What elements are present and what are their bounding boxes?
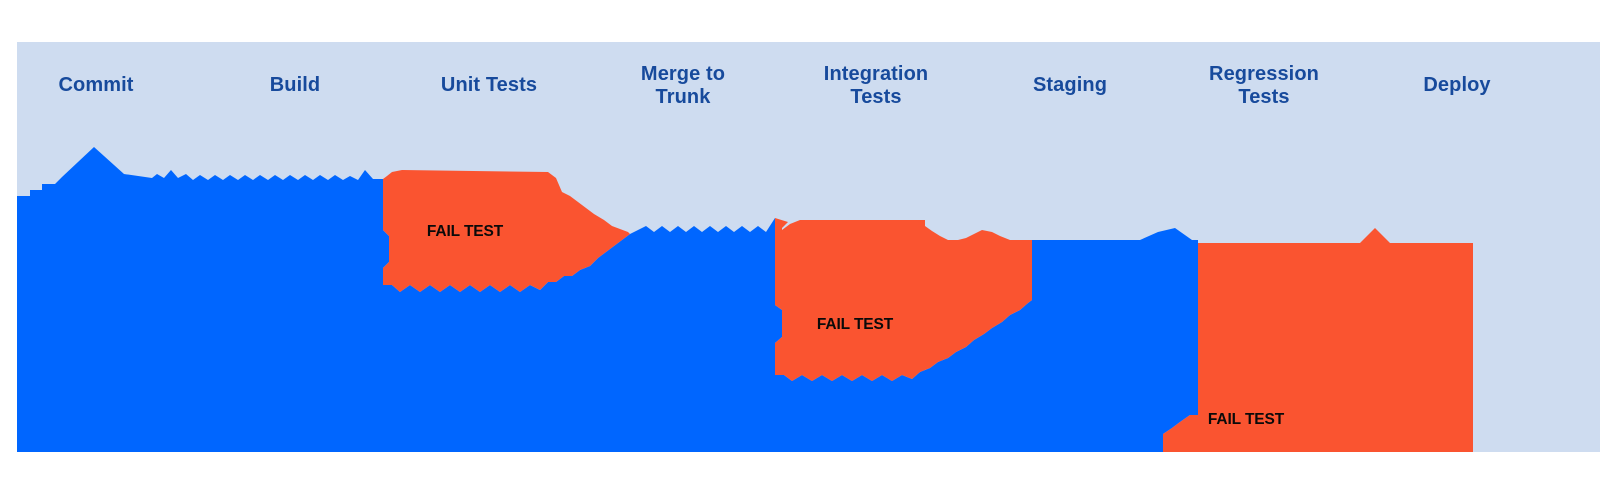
stage-label-unit-tests: Unit Tests bbox=[440, 74, 538, 96]
stage-label-integration-tests: Integration Tests bbox=[823, 63, 929, 108]
stage-label-build: Build bbox=[269, 74, 321, 96]
fail-test-label-unit-tests: FAIL TEST bbox=[426, 223, 504, 240]
stage-label-staging: Staging bbox=[1032, 74, 1108, 96]
diagram-panel bbox=[17, 42, 1600, 452]
stage-label-commit: Commit bbox=[58, 74, 134, 96]
stage-label-deploy: Deploy bbox=[1423, 74, 1491, 96]
fail-test-label-integration-tests: FAIL TEST bbox=[816, 316, 894, 333]
stage-label-regression-tests: Regression Tests bbox=[1209, 63, 1319, 108]
fail-test-label-regression-tests: FAIL TEST bbox=[1207, 411, 1285, 428]
stage-label-merge-to-trunk: Merge to Trunk bbox=[640, 63, 726, 108]
